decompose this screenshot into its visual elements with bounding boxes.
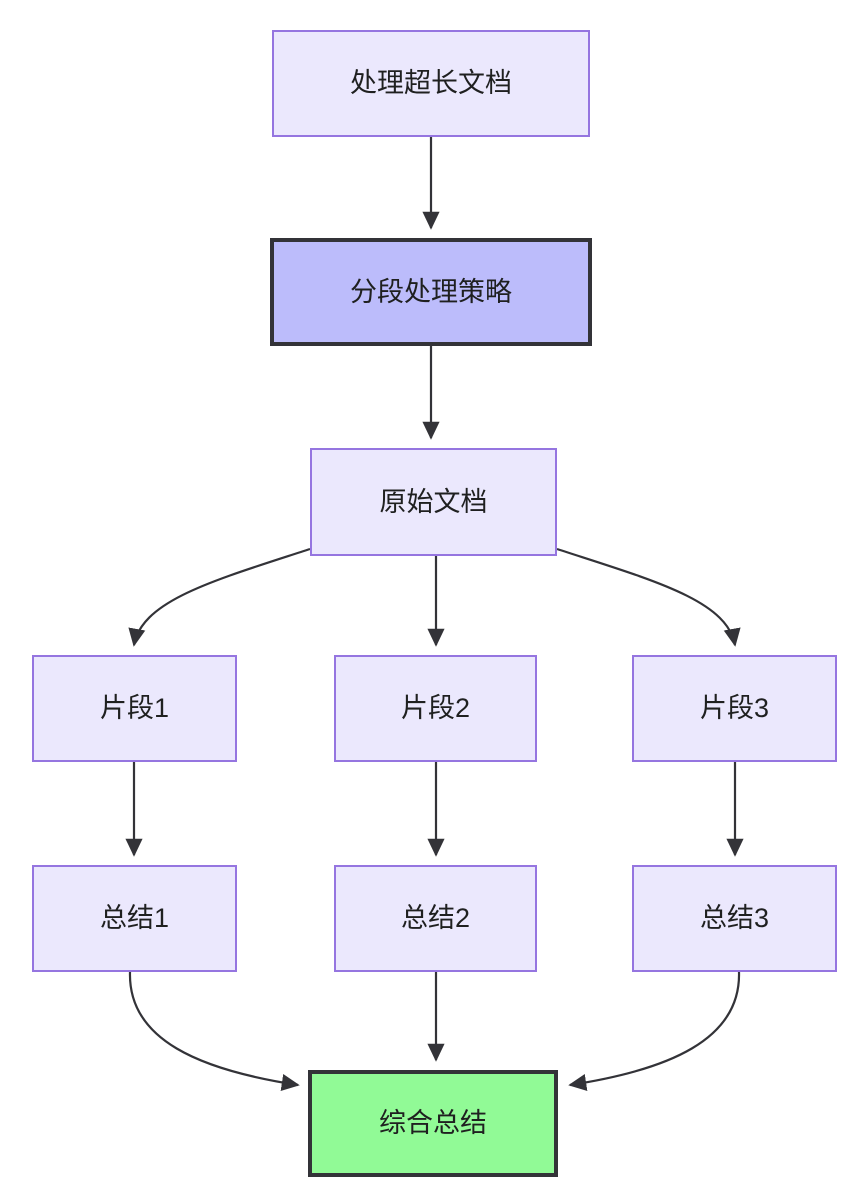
node-label: 片段1 bbox=[99, 693, 170, 724]
node-label: 处理超长文档 bbox=[350, 68, 512, 99]
edge-raw-doc-to-chunk3 bbox=[556, 547, 741, 647]
node-summary-1[interactable]: 总结1 bbox=[32, 865, 237, 972]
edge-summary1-to-final bbox=[128, 971, 300, 1092]
node-label: 片段2 bbox=[400, 693, 471, 724]
node-chunk-3[interactable]: 片段3 bbox=[632, 655, 837, 762]
node-chunking-strategy[interactable]: 分段处理策略 bbox=[270, 238, 592, 346]
node-chunk-2[interactable]: 片段2 bbox=[334, 655, 537, 762]
edge-raw-doc-to-chunk1 bbox=[128, 547, 311, 647]
node-label: 片段3 bbox=[699, 693, 770, 724]
edge-summary3-to-final bbox=[568, 971, 741, 1092]
node-label: 总结3 bbox=[699, 903, 770, 934]
node-chunk-1[interactable]: 片段1 bbox=[32, 655, 237, 762]
node-summary-3[interactable]: 总结3 bbox=[632, 865, 837, 972]
node-process-long-document[interactable]: 处理超长文档 bbox=[272, 30, 590, 137]
node-label: 总结2 bbox=[400, 903, 471, 934]
node-label: 总结1 bbox=[99, 903, 170, 934]
node-final-summary[interactable]: 综合总结 bbox=[308, 1070, 558, 1177]
node-label: 综合总结 bbox=[379, 1108, 487, 1139]
node-original-document[interactable]: 原始文档 bbox=[310, 448, 557, 556]
node-label: 分段处理策略 bbox=[350, 276, 512, 307]
node-summary-2[interactable]: 总结2 bbox=[334, 865, 537, 972]
node-label: 原始文档 bbox=[379, 486, 488, 517]
